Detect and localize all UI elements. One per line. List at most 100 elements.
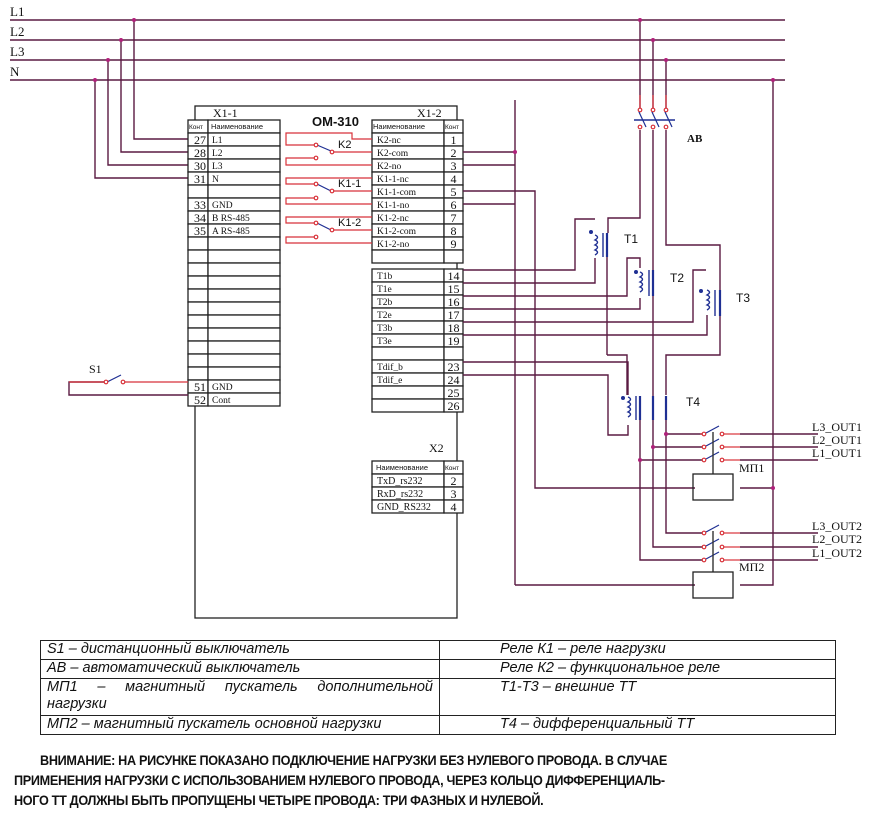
x1-1-terminal-row bbox=[187, 184, 281, 199]
x1-2-terminal-row bbox=[371, 249, 464, 264]
terminal-contact: 51 bbox=[194, 380, 206, 394]
terminal-contact: 7 bbox=[451, 211, 457, 225]
x1-1-terminal-row: 34 B RS-485 bbox=[187, 210, 281, 225]
x1-2-terminal-row bbox=[371, 346, 464, 361]
terminal-contact: 17 bbox=[448, 308, 460, 322]
terminal-contact: 24 bbox=[448, 373, 460, 387]
starter-mp2: МП2 L3_OUT2 L2_OUT2 L1_OUT2 bbox=[692, 519, 862, 599]
bus-label-l3: L3 bbox=[10, 44, 24, 59]
terminal-contact: 25 bbox=[448, 386, 460, 400]
terminal-contact: 34 bbox=[194, 211, 206, 225]
terminal-contact: 35 bbox=[194, 224, 206, 238]
output-l3-out2: L3_OUT2 bbox=[812, 519, 862, 533]
terminal-name: K2-nc bbox=[377, 136, 401, 146]
x1-2-terminal-row: T1e 15 bbox=[371, 281, 464, 296]
relay-label-k1-2: K1-2 bbox=[338, 217, 361, 229]
warning-line: ВНИМАНИЕ: НА РИСУНКЕ ПОКАЗАНО ПОДКЛЮЧЕНИ… bbox=[40, 753, 667, 768]
starter-mp2-label: МП2 bbox=[739, 560, 764, 574]
x1-1-terminal-row bbox=[187, 275, 281, 290]
legend-mp2: МП2 – магнитный пускатель основной нагру… bbox=[40, 715, 440, 735]
x1-1-terminal-row bbox=[187, 314, 281, 329]
terminal-name: K1-2-nc bbox=[377, 214, 409, 224]
terminal-name: GND bbox=[212, 201, 233, 211]
x1-1-terminal-row bbox=[187, 262, 281, 277]
x1-2-terminal-row: T2e 17 bbox=[371, 307, 464, 322]
x1-1-header-name-text: Наименование bbox=[211, 122, 263, 131]
terminal-contact: 6 bbox=[451, 198, 457, 212]
warning-line: ПРИМЕНЕНИЯ НАГРУЗКИ С ИСПОЛЬЗОВАНИЕМ НУЛ… bbox=[14, 773, 665, 788]
terminal-contact: 8 bbox=[451, 224, 457, 238]
relay-k1-2: K1-2 bbox=[285, 216, 372, 244]
current-transformers: T1 T2 T3 T4 bbox=[589, 230, 750, 420]
terminal-contact: 26 bbox=[448, 399, 460, 413]
x1-2-terminal-row: K2-no 3 bbox=[371, 158, 464, 173]
x1-1-terminal-row bbox=[187, 301, 281, 316]
terminal-name: GND bbox=[212, 383, 233, 393]
terminal-name: T1e bbox=[377, 285, 392, 295]
legend-s1: S1 – дистанционный выключатель bbox=[40, 640, 440, 660]
legend-t4: Т4 – дифференциальный ТТ bbox=[439, 715, 836, 735]
terminal-contact: 4 bbox=[451, 172, 457, 186]
x1-1-terminal-row: 35 A RS-485 bbox=[187, 223, 281, 238]
terminal-contact: 52 bbox=[194, 393, 206, 407]
x1-1-terminal-row bbox=[187, 288, 281, 303]
bus-label-n: N bbox=[10, 64, 20, 79]
terminal-contact: 31 bbox=[194, 172, 206, 186]
starter-mp1: МП1 L3_OUT1 L2_OUT1 L1_OUT1 bbox=[692, 420, 862, 501]
relay-contacts: K2 K1-1 K1-2 bbox=[285, 132, 372, 244]
x1-2-terminal-row: K1-1-no 6 bbox=[371, 197, 464, 212]
s1-label: S1 bbox=[89, 362, 102, 376]
terminal-name: TxD_rs232 bbox=[377, 476, 423, 487]
terminal-contact: 15 bbox=[448, 282, 460, 296]
terminal-name: A RS-485 bbox=[212, 227, 250, 237]
x1-1-header-contact-text: Конт bbox=[189, 124, 203, 131]
t4-label: T4 bbox=[686, 395, 700, 409]
output-l1-out2: L1_OUT2 bbox=[812, 546, 862, 560]
x1-1-terminal-row bbox=[187, 353, 281, 368]
terminal-contact: 3 bbox=[451, 159, 457, 173]
x2-header-contact-text: Конт bbox=[445, 465, 459, 472]
power-bus: L1 L2 L3 N bbox=[10, 4, 785, 81]
control-wiring bbox=[463, 78, 775, 586]
terminal-contact: 2 bbox=[451, 146, 457, 160]
terminal-contact: 2 bbox=[451, 474, 457, 488]
terminal-name: T3b bbox=[377, 324, 393, 334]
terminal-contact: 23 bbox=[448, 360, 460, 374]
legend-row: МП1 – магнитный пускатель дополнительной… bbox=[40, 678, 836, 716]
t1-label: T1 bbox=[624, 232, 638, 246]
terminal-contact: 4 bbox=[451, 500, 457, 514]
terminal-contact: 27 bbox=[194, 133, 206, 147]
x1-1-terminal-row bbox=[187, 340, 281, 355]
terminal-name: B RS-485 bbox=[212, 214, 250, 224]
output-l2-out1: L2_OUT1 bbox=[812, 433, 862, 447]
terminal-name: K2-no bbox=[377, 162, 402, 172]
legend-row: S1 – дистанционный выключатель Реле К1 –… bbox=[40, 640, 836, 660]
junction-dot bbox=[132, 18, 136, 22]
warning-line: НОГО ТТ ДОЛЖНЫ БЫТЬ ПРОПУЩЕНЫ ЧЕТЫРЕ ПРО… bbox=[14, 793, 544, 808]
starter-mp2-coil bbox=[692, 571, 734, 599]
transformer-t2: T2 bbox=[626, 257, 684, 296]
junction-dot bbox=[106, 58, 110, 62]
circuit-breaker-ab: АВ bbox=[607, 18, 721, 400]
legend-k2: Реле К2 – функциональное реле bbox=[439, 659, 836, 679]
terminal-name: T2b bbox=[377, 298, 393, 308]
terminal-name: K1-1-no bbox=[377, 201, 409, 211]
terminal-name: T2e bbox=[377, 311, 392, 321]
x1-2-header-contact-text: Конт bbox=[445, 124, 459, 131]
terminal-name: K1-1-com bbox=[377, 188, 417, 198]
output-l3-out1: L3_OUT1 bbox=[812, 420, 862, 434]
